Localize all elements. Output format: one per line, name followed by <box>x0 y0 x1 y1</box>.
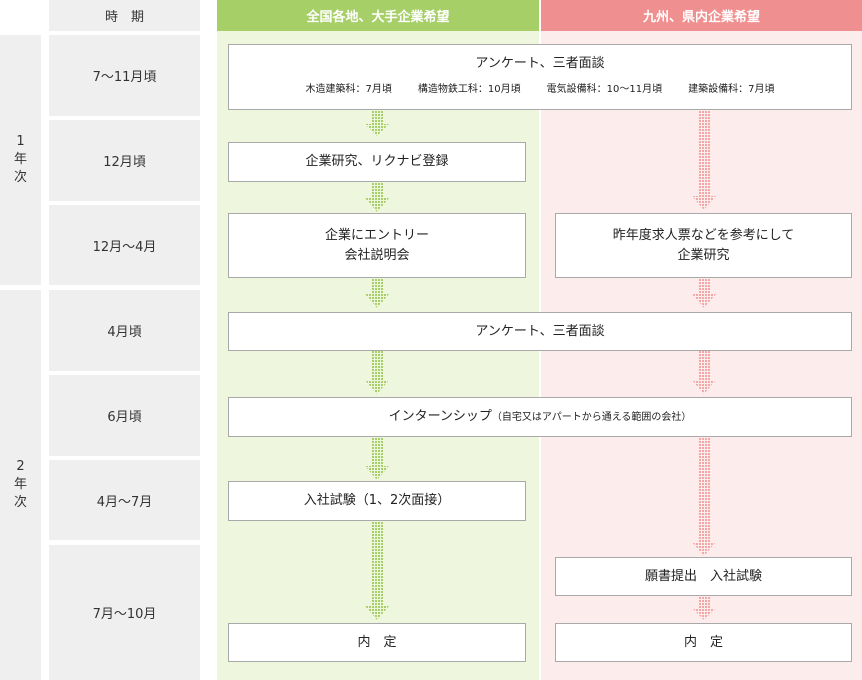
department-list: 木造建築科：7月頃 構造物鉄工科：10月頃 電気設備科：10～11月頃 建築設備… <box>306 80 775 100</box>
period-cell: 7～11月頃 <box>49 35 200 116</box>
year-char: 年 <box>13 477 27 492</box>
period-label: 12月頃 <box>103 155 146 170</box>
local-research-line: 企業研究 <box>677 247 730 263</box>
entry-line: 企業にエントリー <box>324 227 429 243</box>
period-header: 時 期 <box>49 0 200 31</box>
year-char: 1 <box>16 134 25 149</box>
period-cell: 4月頃 <box>49 290 200 371</box>
survey-title: アンケート、三者面談 <box>475 56 605 71</box>
internship-box: インターンシップ（自宅又はアパートから通える範囲の会社） <box>228 397 852 437</box>
exam-national-box: 入社試験（1、2次面接） <box>228 481 526 521</box>
down-arrow-icon <box>365 521 389 620</box>
offer-national-box: 内 定 <box>228 623 526 662</box>
period-cell: 12月～4月 <box>49 205 200 285</box>
department-item: 木造建築科：7月頃 <box>305 84 392 95</box>
local-header: 九州、県内企業希望 <box>541 0 862 31</box>
local-research-box: 昨年度求人票などを参考にして 企業研究 <box>555 213 852 278</box>
down-arrow-icon <box>365 182 389 212</box>
year-char: 2 <box>16 459 25 474</box>
period-cell: 12月頃 <box>49 120 200 201</box>
period-label: 12月～4月 <box>92 239 157 255</box>
period-cell: 4月～7月 <box>49 460 200 540</box>
survey-box-second: アンケート、三者面談 <box>228 312 852 351</box>
exam-local-box: 願書提出 入社試験 <box>555 557 852 596</box>
year-char: 年 <box>13 152 27 167</box>
department-item: 構造物鉄工科：10月頃 <box>417 84 521 95</box>
internship-label: インターンシップ <box>388 408 492 424</box>
down-arrow-icon <box>365 437 389 480</box>
down-arrow-icon <box>692 110 716 210</box>
national-header: 全国各地、大手企業希望 <box>217 0 539 31</box>
down-arrow-icon <box>692 351 716 394</box>
period-cell: 7月～10月 <box>49 545 200 680</box>
down-arrow-icon <box>692 596 716 620</box>
period-cell: 6月頃 <box>49 375 200 456</box>
down-arrow-icon <box>692 437 716 556</box>
down-arrow-icon <box>365 110 389 136</box>
offer-local-label: 内 定 <box>683 634 723 650</box>
national-header-label: 全国各地、大手企業希望 <box>306 10 450 25</box>
year-char: 次 <box>13 495 27 510</box>
research-box: 企業研究、リクナビ登録 <box>228 142 526 182</box>
entry-box: 企業にエントリー 会社説明会 <box>228 213 526 278</box>
period-label: 7月～10月 <box>92 607 157 622</box>
down-arrow-icon <box>692 278 716 308</box>
period-label: 4月頃 <box>107 325 142 340</box>
period-label: 7～11月頃 <box>92 70 157 85</box>
local-header-label: 九州、県内企業希望 <box>642 10 760 25</box>
exam-local-label: 願書提出 入社試験 <box>644 568 762 584</box>
exam-national-label: 入社試験（1、2次面接） <box>303 493 451 508</box>
research-label: 企業研究、リクナビ登録 <box>305 154 449 169</box>
offer-local-box: 内 定 <box>555 623 852 662</box>
offer-national-label: 内 定 <box>357 634 397 650</box>
down-arrow-icon <box>365 351 389 394</box>
year-char: 次 <box>13 170 27 185</box>
down-arrow-icon <box>365 278 389 308</box>
year-cell-second: 2 年 次 <box>0 290 41 680</box>
entry-line: 会社説明会 <box>344 247 410 263</box>
local-research-line: 昨年度求人票などを参考にして <box>612 227 795 243</box>
period-header-label: 時 期 <box>104 10 144 25</box>
department-item: 電気設備科：10～11月頃 <box>546 84 663 95</box>
department-item: 建築設備科：7月頃 <box>688 84 775 95</box>
period-label: 4月～7月 <box>96 494 153 510</box>
period-label: 6月頃 <box>107 410 142 425</box>
survey-second-label: アンケート、三者面談 <box>475 323 605 339</box>
internship-text: インターンシップ（自宅又はアパートから通える範囲の会社） <box>389 407 692 428</box>
year-cell-first: 1 年 次 <box>0 35 41 285</box>
internship-note: （自宅又はアパートから通える範囲の会社） <box>491 411 692 423</box>
survey-box-first: アンケート、三者面談 木造建築科：7月頃 構造物鉄工科：10月頃 電気設備科：1… <box>228 44 852 110</box>
